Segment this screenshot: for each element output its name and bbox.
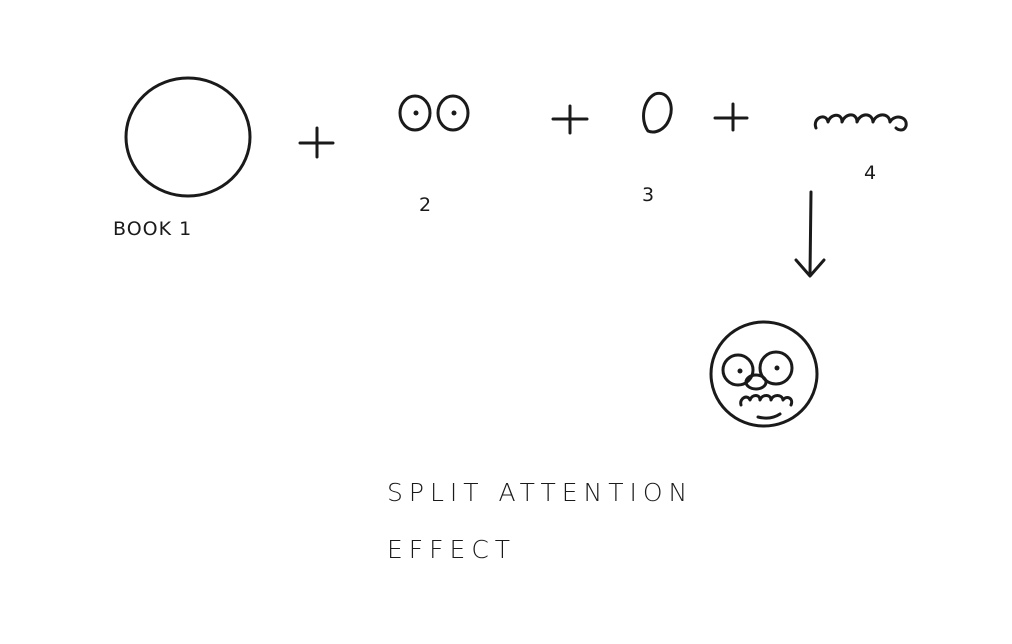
eyes-label: 2 <box>419 194 433 216</box>
nose-icon <box>642 91 673 134</box>
caption-line-2: EFFECT <box>387 535 517 564</box>
caption-line-1: SPLIT ATTENTION <box>387 478 694 507</box>
book-label: BOOK 1 <box>113 218 193 240</box>
plus-icon <box>551 104 589 135</box>
face-outline-circle-icon <box>124 76 252 198</box>
assembled-face-icon <box>709 320 819 428</box>
nose-label: 3 <box>642 184 656 206</box>
mouth-icon <box>813 113 908 132</box>
plus-icon <box>298 126 335 159</box>
arrow-down-icon <box>794 190 826 278</box>
eyes-icon <box>398 94 470 132</box>
plus-icon <box>713 102 749 132</box>
mouth-label: 4 <box>864 162 878 184</box>
